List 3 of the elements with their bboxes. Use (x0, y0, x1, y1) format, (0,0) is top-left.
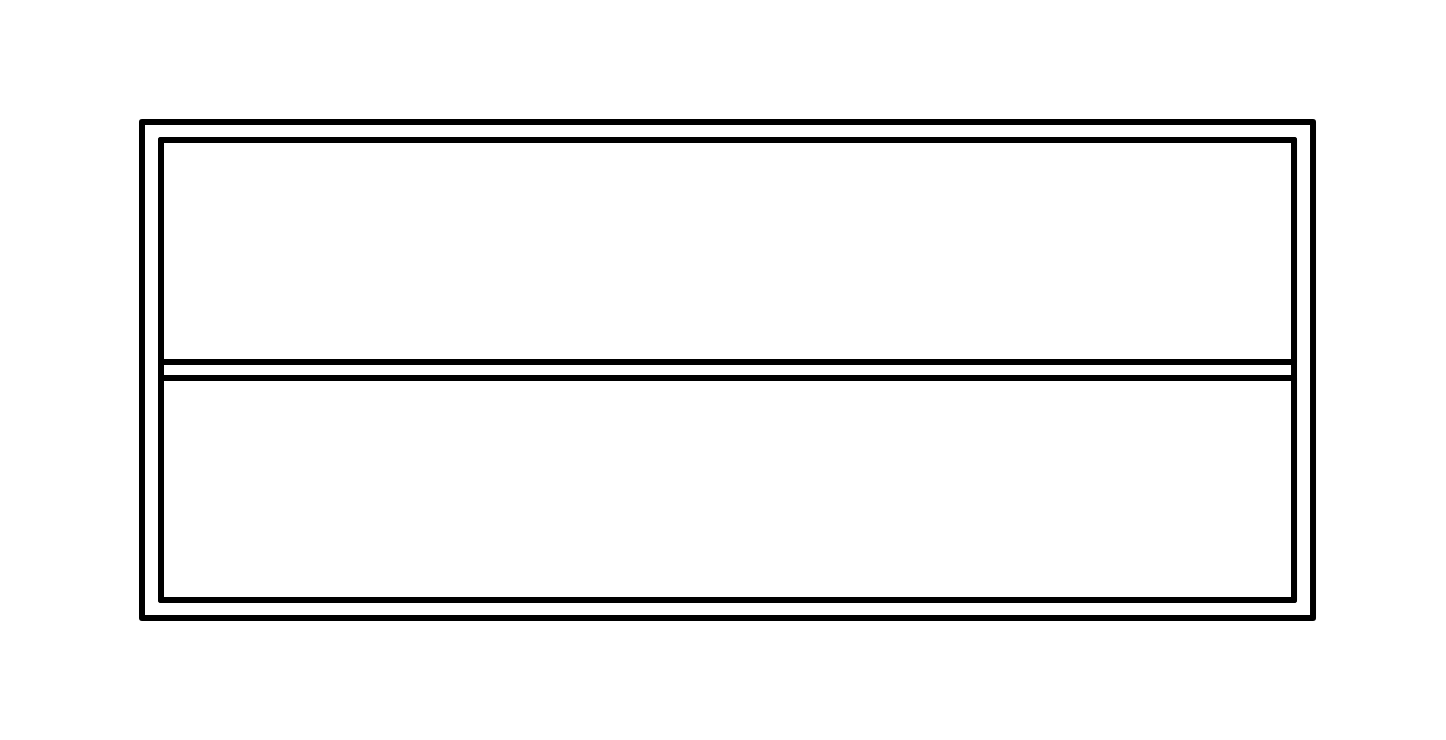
upper-panel (158, 137, 1297, 365)
lower-panel (158, 375, 1297, 603)
outer-frame (139, 119, 1316, 621)
